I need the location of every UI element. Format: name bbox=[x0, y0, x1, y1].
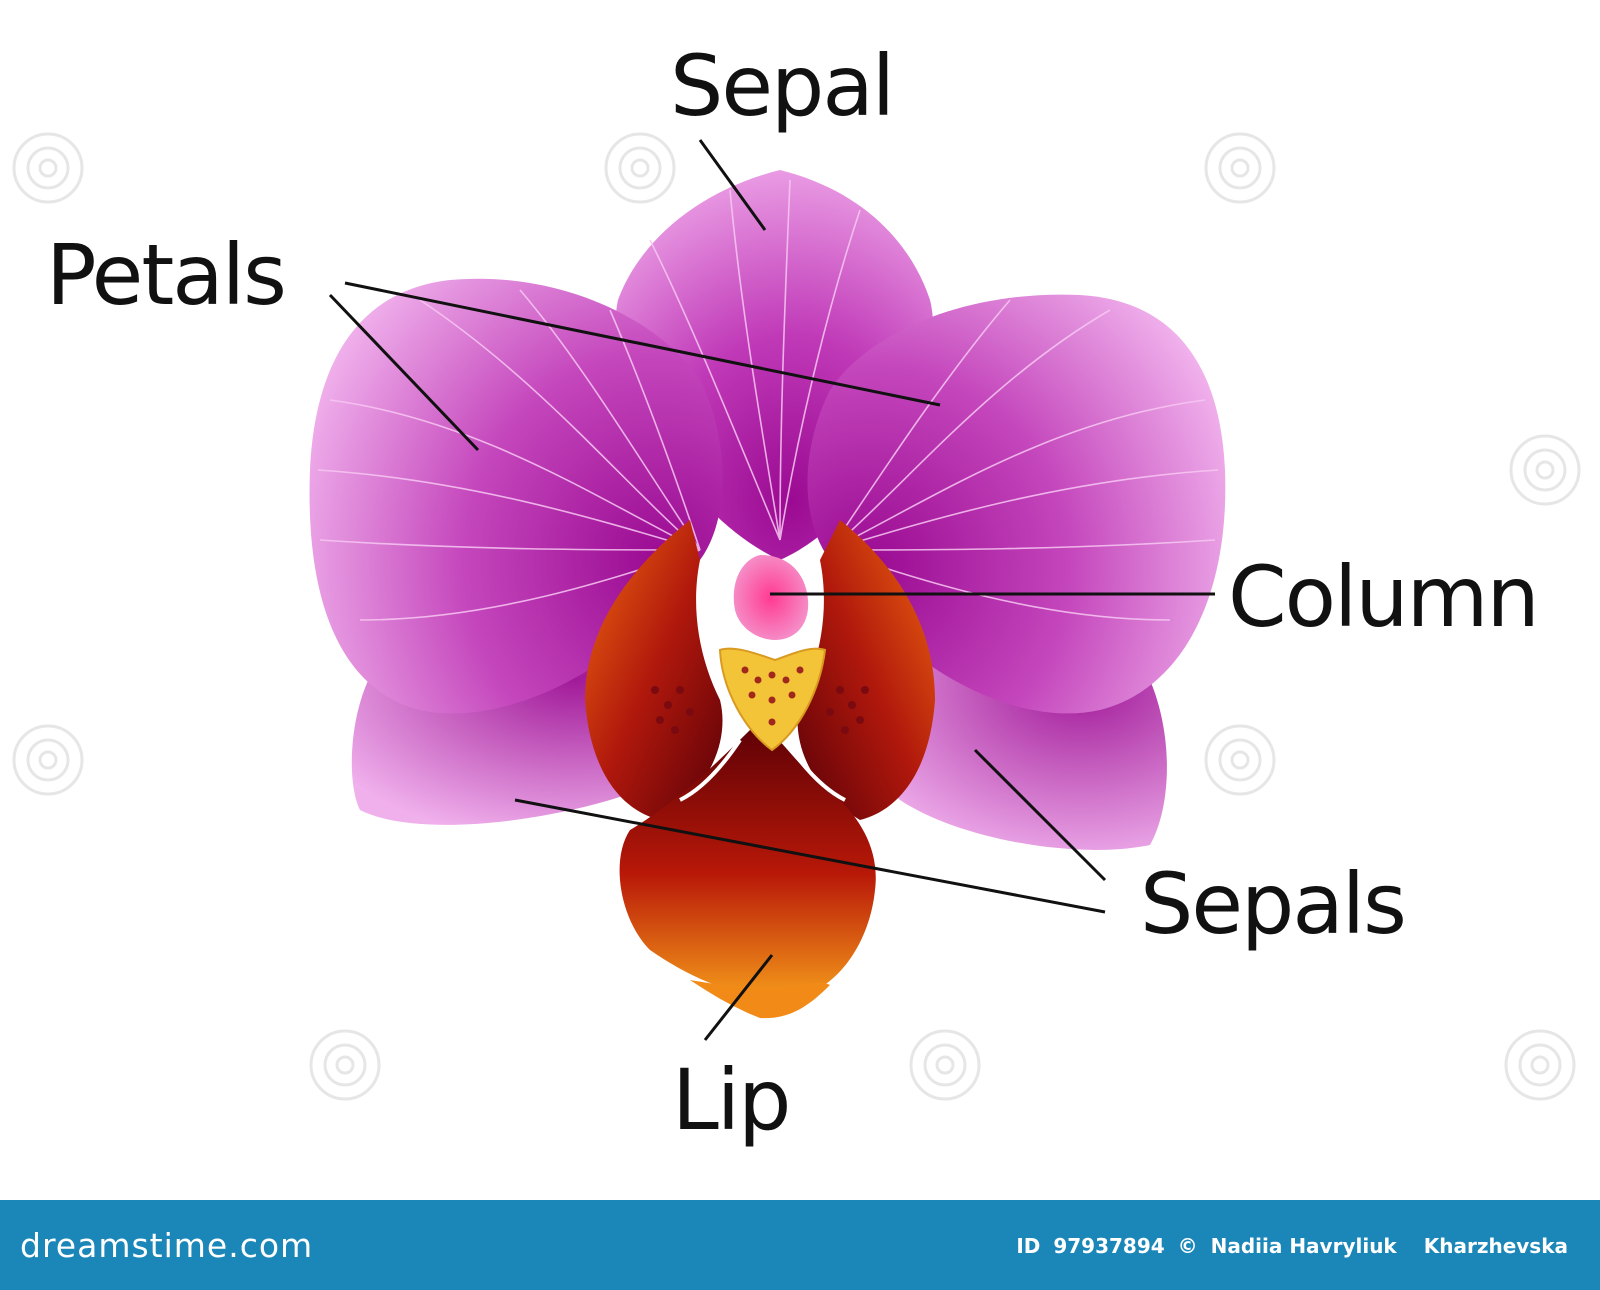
label-lip: Lip bbox=[672, 1051, 791, 1149]
brand-logo: dreamstime.com bbox=[20, 1226, 314, 1265]
author-surname: Kharzhevska bbox=[1423, 1234, 1568, 1258]
lip-spots bbox=[651, 686, 869, 734]
orchid-diagram: Sepal Petals Column Sepals Lip bbox=[12, 37, 1581, 1149]
leader-petal-left bbox=[328, 293, 480, 452]
column bbox=[733, 555, 809, 640]
anther-dots bbox=[741, 666, 804, 726]
leader-petal-right bbox=[344, 281, 941, 407]
leader-sepal-right bbox=[973, 748, 1107, 882]
author-name: Nadiia Havryliuk bbox=[1210, 1234, 1397, 1258]
orchid-illustration bbox=[12, 132, 1581, 1101]
label-column: Column bbox=[1228, 548, 1540, 646]
leader-lines bbox=[328, 139, 1215, 1041]
label-sepal: Sepal bbox=[670, 37, 895, 135]
callus-left bbox=[679, 738, 742, 802]
id-label: ID bbox=[1016, 1234, 1041, 1258]
callus-right bbox=[783, 738, 846, 802]
copyright-symbol: © bbox=[1177, 1234, 1198, 1258]
leader-sepal-left bbox=[514, 798, 1106, 914]
leader-sepal bbox=[698, 139, 767, 231]
lip-left-lobe bbox=[585, 520, 723, 820]
footer-bar: dreamstime.com ID 97937894 © Nadiia Havr… bbox=[0, 1200, 1600, 1290]
label-sepals: Sepals bbox=[1140, 855, 1407, 953]
lip bbox=[619, 720, 876, 1000]
image-credit: ID 97937894 © Nadiia Havryliuk Kharzhevs… bbox=[1016, 1234, 1574, 1258]
leader-lip bbox=[703, 954, 774, 1041]
petal-veins bbox=[317, 179, 1219, 621]
lip-tip bbox=[690, 980, 830, 1019]
id-value: 97937894 bbox=[1053, 1234, 1165, 1258]
label-petals: Petals bbox=[46, 226, 287, 324]
watermark-spiral-icon bbox=[12, 132, 1581, 1101]
